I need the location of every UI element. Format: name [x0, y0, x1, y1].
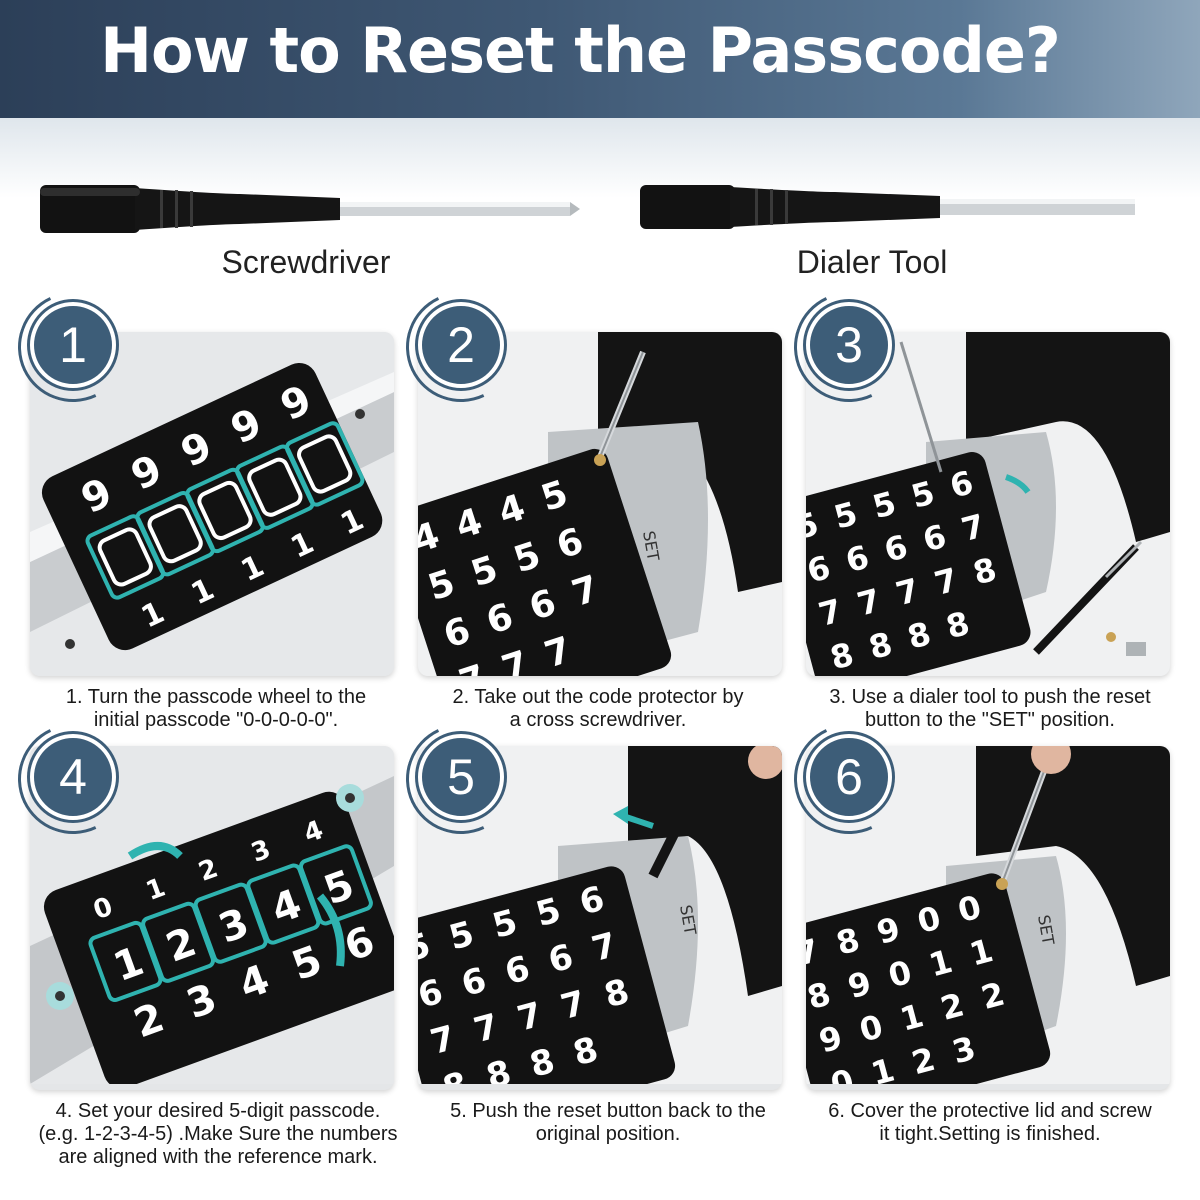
step-2-badge: 2: [418, 302, 504, 388]
step-1-badge: 1: [30, 302, 116, 388]
set-mark: SET: [1034, 913, 1058, 946]
step-6-caption: 6. Cover the protective lid and screw it…: [828, 1100, 1152, 1145]
page-title: How to Reset the Passcode?: [100, 14, 1061, 87]
step-6-badge: 6: [806, 734, 892, 820]
dialer-tool-label: Dialer Tool: [796, 244, 948, 280]
set-mark: SET: [676, 903, 700, 936]
banner-fade: [0, 118, 1200, 198]
title-banner: [0, 0, 1200, 118]
step-4-badge: 4: [30, 734, 116, 820]
screwdriver-label: Screwdriver: [221, 244, 391, 280]
step-3-caption: 3. Use a dialer tool to push the reset b…: [829, 686, 1151, 731]
step-3-badge: 3: [806, 302, 892, 388]
step-1-caption: 1. Turn the passcode wheel to the initia…: [65, 686, 367, 731]
step-2-caption: 2. Take out the code protector by a cros…: [452, 686, 744, 731]
step-5-caption: 5. Push the reset button back to the ori…: [450, 1100, 766, 1145]
step-4-caption: 4. Set your desired 5-digit passcode. (e…: [38, 1100, 398, 1168]
step-5-badge: 5: [418, 734, 504, 820]
dialer-tool-icon: [640, 180, 1140, 245]
screwdriver-icon: [40, 180, 580, 245]
set-mark: SET: [639, 529, 663, 562]
